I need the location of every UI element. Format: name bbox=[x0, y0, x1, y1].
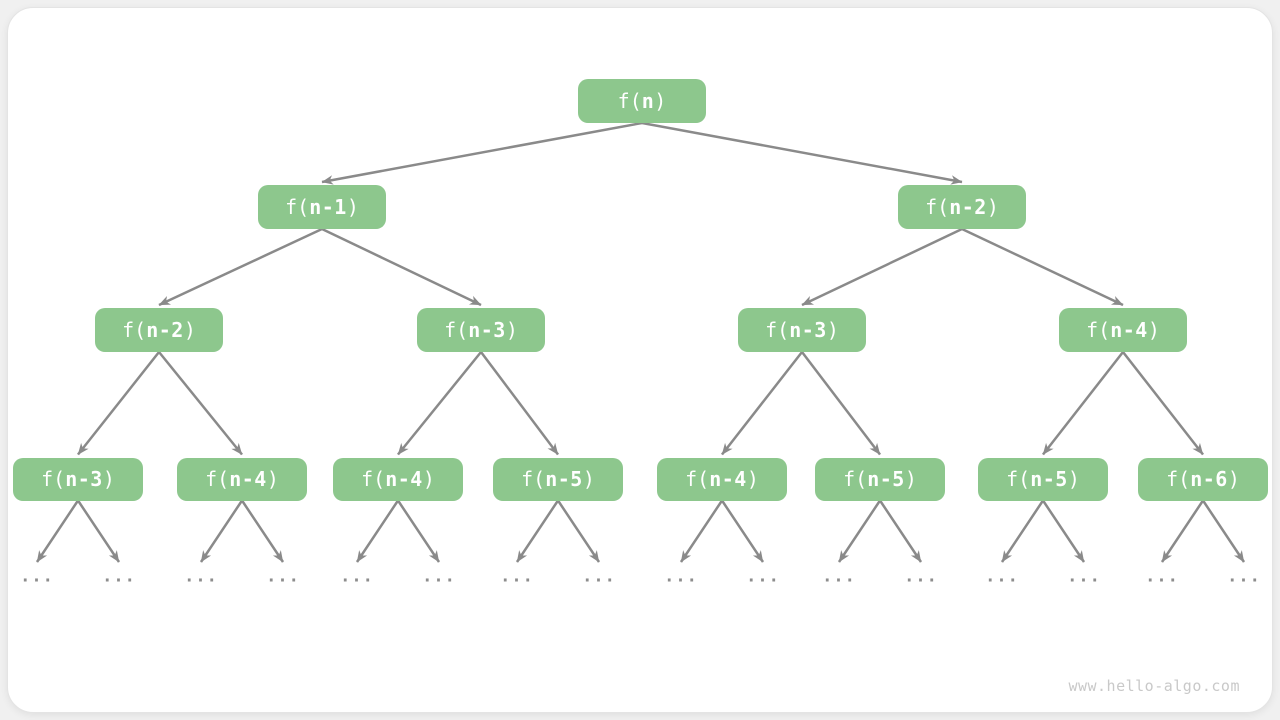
node-label-arg: n-5 bbox=[545, 467, 583, 491]
ellipsis: ... bbox=[664, 566, 698, 587]
ellipsis: ... bbox=[422, 566, 456, 587]
node-label-suffix: ) bbox=[422, 467, 435, 491]
tree-node: f(n-1) bbox=[258, 185, 386, 229]
node-label-arg: n-6 bbox=[1190, 467, 1228, 491]
tree-node: f(n) bbox=[578, 79, 706, 123]
ellipsis: ... bbox=[20, 566, 54, 587]
node-label-prefix: f( bbox=[205, 467, 230, 491]
ellipsis: ... bbox=[1145, 566, 1179, 587]
node-label-prefix: f( bbox=[617, 89, 642, 113]
node-label-prefix: f( bbox=[41, 467, 66, 491]
ellipsis: ... bbox=[184, 566, 218, 587]
tree-node: f(n-3) bbox=[738, 308, 866, 352]
tree-node: f(n-3) bbox=[13, 457, 143, 501]
ellipsis: ... bbox=[340, 566, 374, 587]
tree-node: f(n-4) bbox=[333, 457, 463, 501]
node-label-suffix: ) bbox=[346, 195, 359, 219]
node-label-suffix: ) bbox=[183, 318, 196, 342]
node-label-prefix: f( bbox=[1086, 318, 1111, 342]
node-label-prefix: f( bbox=[1006, 467, 1031, 491]
tree-node: f(n-3) bbox=[417, 308, 545, 352]
node-label-suffix: ) bbox=[266, 467, 279, 491]
ellipsis: ... bbox=[102, 566, 136, 587]
node-label-arg: n-2 bbox=[146, 318, 184, 342]
node-label-arg: n-5 bbox=[867, 467, 905, 491]
ellipsis: ... bbox=[985, 566, 1019, 587]
node-label-suffix: ) bbox=[826, 318, 839, 342]
node-label-prefix: f( bbox=[765, 318, 790, 342]
node-label-suffix: ) bbox=[986, 195, 999, 219]
ellipsis: ... bbox=[746, 566, 780, 587]
node-label-suffix: ) bbox=[102, 467, 115, 491]
node-label-prefix: f( bbox=[361, 467, 386, 491]
tree-node: f(n-5) bbox=[493, 457, 623, 501]
node-label-arg: n-4 bbox=[229, 467, 267, 491]
watermark-text: www.hello-algo.com bbox=[1068, 677, 1240, 695]
node-label-suffix: ) bbox=[746, 467, 759, 491]
node-label-arg: n-4 bbox=[1110, 318, 1148, 342]
tree-node: f(n-4) bbox=[657, 457, 787, 501]
ellipsis: ... bbox=[1067, 566, 1101, 587]
tree-node: f(n-4) bbox=[1059, 308, 1187, 352]
tree-node: f(n-4) bbox=[177, 457, 307, 501]
node-label-arg: n-3 bbox=[468, 318, 506, 342]
tree-node: f(n-5) bbox=[978, 457, 1108, 501]
node-label-prefix: f( bbox=[925, 195, 950, 219]
ellipsis: ... bbox=[500, 566, 534, 587]
node-label-prefix: f( bbox=[685, 467, 710, 491]
node-label-prefix: f( bbox=[122, 318, 147, 342]
node-label-arg: n-4 bbox=[385, 467, 423, 491]
node-label-arg: n-2 bbox=[949, 195, 987, 219]
node-label-suffix: ) bbox=[1147, 318, 1160, 342]
node-label-prefix: f( bbox=[1166, 467, 1191, 491]
node-label-arg: n-5 bbox=[1030, 467, 1068, 491]
node-label-arg: n-4 bbox=[709, 467, 747, 491]
node-label-suffix: ) bbox=[505, 318, 518, 342]
ellipsis: ... bbox=[1227, 566, 1261, 587]
tree-node: f(n-5) bbox=[815, 457, 945, 501]
ellipsis: ... bbox=[582, 566, 616, 587]
node-label-prefix: f( bbox=[843, 467, 868, 491]
node-label-suffix: ) bbox=[904, 467, 917, 491]
node-label-suffix: ) bbox=[1067, 467, 1080, 491]
node-label-suffix: ) bbox=[654, 89, 667, 113]
node-label-arg: n-3 bbox=[65, 467, 103, 491]
tree-node: f(n-2) bbox=[898, 185, 1026, 229]
tree-node: f(n-2) bbox=[95, 308, 223, 352]
node-label-suffix: ) bbox=[582, 467, 595, 491]
ellipsis: ... bbox=[904, 566, 938, 587]
node-label-prefix: f( bbox=[285, 195, 310, 219]
node-label-arg: n bbox=[641, 89, 655, 113]
node-label-arg: n-3 bbox=[789, 318, 827, 342]
node-label-suffix: ) bbox=[1227, 467, 1240, 491]
node-label-prefix: f( bbox=[444, 318, 469, 342]
ellipsis: ... bbox=[822, 566, 856, 587]
node-label-prefix: f( bbox=[521, 467, 546, 491]
node-label-arg: n-1 bbox=[309, 195, 347, 219]
tree-node: f(n-6) bbox=[1138, 457, 1268, 501]
ellipsis: ... bbox=[266, 566, 300, 587]
